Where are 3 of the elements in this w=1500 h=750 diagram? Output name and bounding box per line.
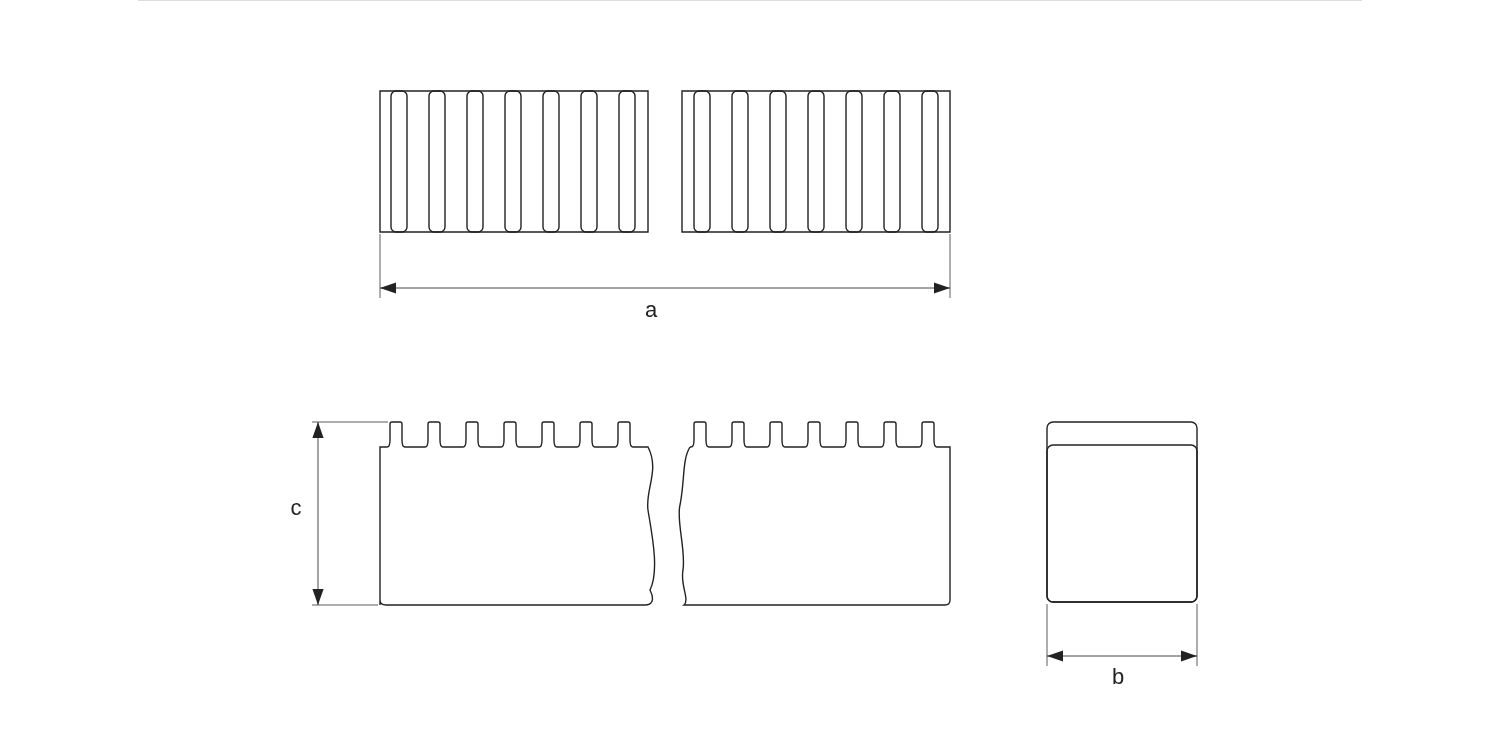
dimension-label: a (645, 299, 658, 321)
dimension-label: c (290, 497, 302, 519)
dimension-label: b (1112, 666, 1125, 688)
